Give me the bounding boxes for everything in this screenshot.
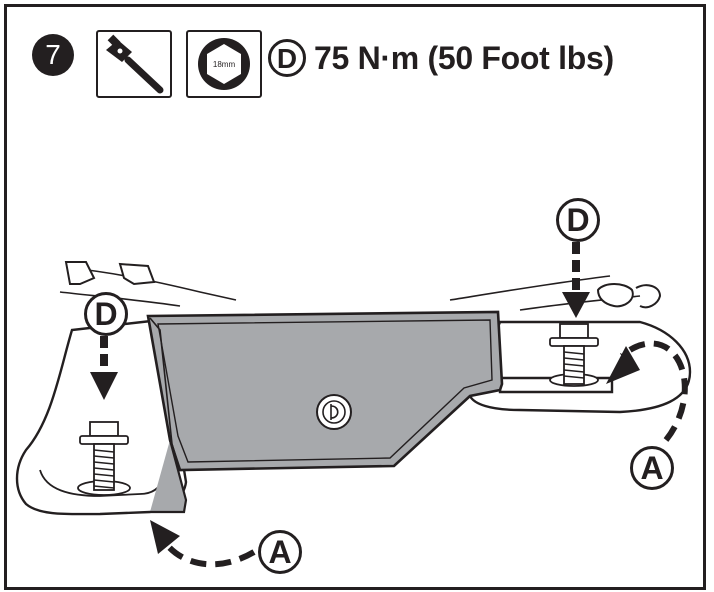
arrow-a-left [150,520,256,568]
hitch-plate [146,310,504,514]
callout-d-right: D [556,198,600,242]
panel-border [4,4,706,590]
torque-spec: D 75 N·m (50 Foot lbs) [268,34,614,82]
arrow-d-right [562,242,590,318]
frame-rail-left [59,261,237,307]
callout-d-left: D [84,292,128,336]
socket-size-label: 18mm [212,60,236,69]
torque-value: 75 N·m (50 Foot lbs) [314,39,614,76]
ratchet-tool-box [96,30,172,98]
step-number-badge: 7 [32,34,74,76]
ratchet-wrench-icon [106,34,164,94]
frame-rail-right [449,275,662,311]
hex-socket-icon [198,38,250,90]
arrow-a-right [606,340,688,442]
socket-tool-box: 18mm [186,30,262,98]
callout-a-right: A [630,446,674,490]
callout-a-left: A [258,530,302,574]
arrow-d-left [90,336,118,400]
bolt-left [79,421,129,491]
torque-callout-letter: D [268,39,306,77]
bolt-right [549,323,599,385]
